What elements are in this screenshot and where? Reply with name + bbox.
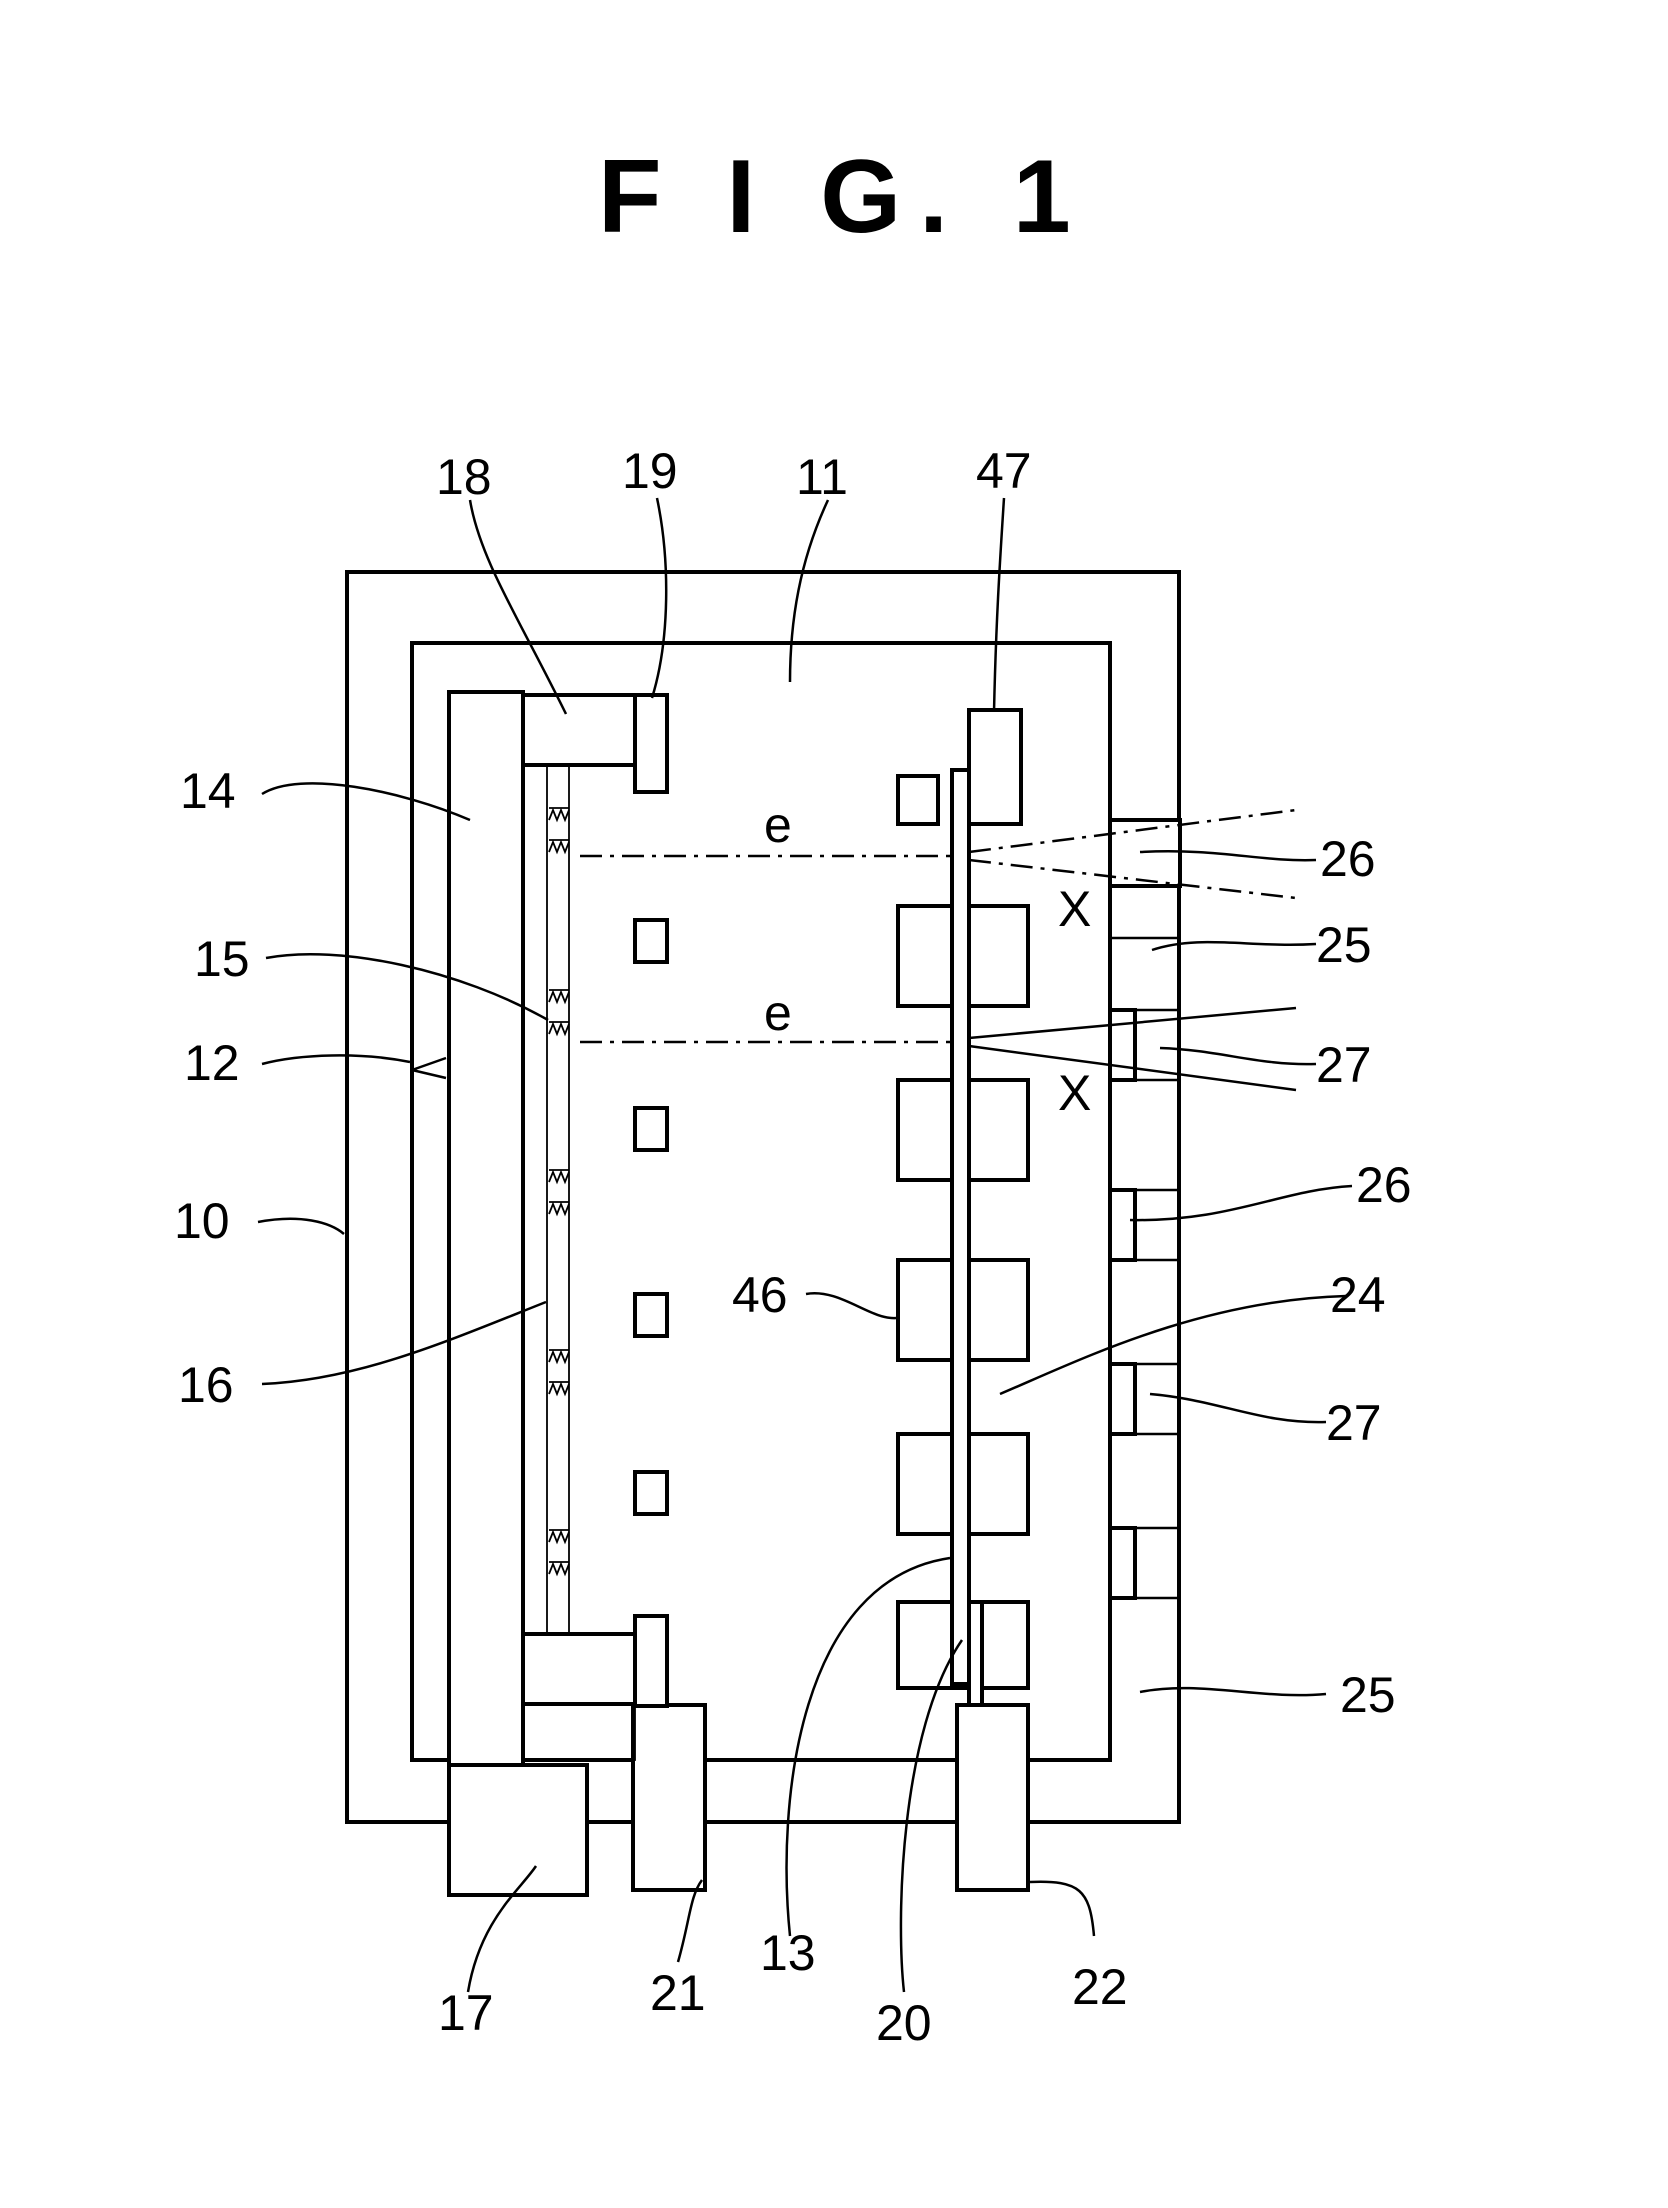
label-19: 19 — [622, 443, 678, 499]
label-13: 13 — [760, 1925, 816, 1981]
target-plate-13 — [952, 770, 969, 1684]
label-11: 11 — [796, 449, 848, 505]
label-46: 46 — [732, 1267, 788, 1323]
window-27-mid — [1110, 1364, 1135, 1434]
frame-18-bottom — [523, 1634, 635, 1704]
label-25-bottom: 25 — [1340, 1667, 1396, 1723]
beam-label-e-top: e — [764, 797, 792, 853]
grid-square-3 — [635, 1294, 667, 1336]
label-22: 22 — [1072, 1959, 1128, 2015]
electrode-block-1 — [898, 776, 938, 824]
frame-18-top — [523, 695, 635, 765]
target-support — [969, 1602, 982, 1705]
grid-square-4 — [635, 1472, 667, 1514]
xray-label-x-bottom: X — [1058, 1065, 1091, 1121]
grid-square-2 — [635, 1108, 667, 1150]
label-10: 10 — [174, 1193, 230, 1249]
block-47 — [969, 710, 1021, 824]
label-21: 21 — [650, 1965, 706, 2021]
block-21 — [633, 1705, 705, 1890]
label-27-mid: 27 — [1326, 1395, 1382, 1451]
beam-label-e-bottom: e — [764, 985, 792, 1041]
block-17 — [449, 1765, 587, 1895]
label-27-top: 27 — [1316, 1037, 1372, 1093]
label-18: 18 — [436, 449, 492, 505]
label-15: 15 — [194, 931, 250, 987]
label-14: 14 — [180, 763, 236, 819]
grid-square-1 — [635, 920, 667, 962]
xray-label-x-top: X — [1058, 881, 1091, 937]
label-47: 47 — [976, 443, 1032, 499]
label-20: 20 — [876, 1995, 932, 2051]
block-22 — [957, 1705, 1028, 1890]
window-26-mid — [1110, 1190, 1135, 1260]
label-26-top: 26 — [1320, 831, 1376, 887]
window-27-top — [1110, 1010, 1135, 1080]
label-16: 16 — [178, 1357, 234, 1413]
electrode-19-bottom — [635, 1616, 667, 1706]
electrode-19-top — [635, 695, 667, 792]
label-12: 12 — [184, 1035, 240, 1091]
window-bottom — [1110, 1528, 1135, 1598]
label-25-top: 25 — [1316, 917, 1372, 973]
label-26-mid: 26 — [1356, 1157, 1412, 1213]
figure-title: F I G. 1 — [598, 139, 1089, 255]
label-24: 24 — [1330, 1267, 1386, 1323]
label-17: 17 — [438, 1985, 494, 2041]
cathode-substrate-14 — [449, 692, 523, 1765]
